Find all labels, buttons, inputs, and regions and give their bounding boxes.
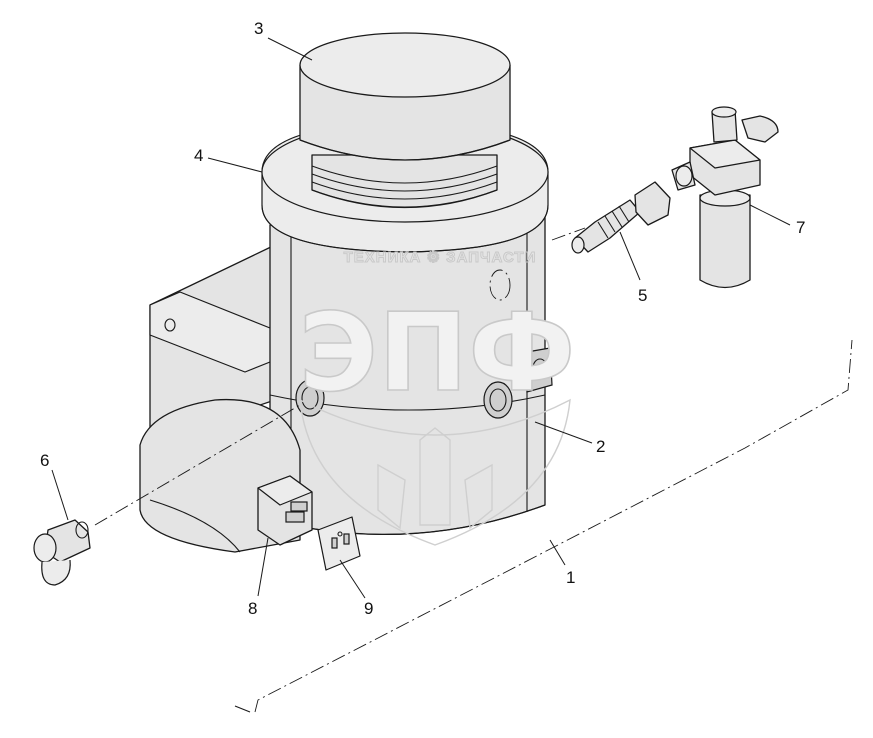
- callout-8: 8: [248, 599, 257, 618]
- assembly-axes: [94, 227, 853, 713]
- watermark-text: ТЕХНИКА ⚙ ЗАПЧАСТИ: [344, 249, 537, 266]
- wheat-emblem-icon: [299, 398, 571, 546]
- main-body: [269, 214, 553, 536]
- cap: [299, 32, 511, 209]
- gasket-plate: [317, 516, 361, 571]
- connector-block: [257, 475, 313, 546]
- watermark: ТЕХНИКА ⚙ ЗАПЧАСТИ ЭПФ: [298, 249, 576, 546]
- watermark-logo: ЭПФ: [299, 291, 576, 416]
- callout-5: 5: [638, 286, 647, 305]
- callout-4: 4: [194, 146, 203, 165]
- callout-6: 6: [40, 451, 49, 470]
- filter-assembly: [671, 106, 779, 289]
- fitting: [571, 181, 671, 254]
- leader-lines: [51, 37, 791, 599]
- callout-2: 2: [596, 437, 605, 456]
- callout-labels: 3 4 7 5 2 6 1 8 9: [40, 19, 805, 618]
- callout-7: 7: [796, 218, 805, 237]
- callout-3: 3: [254, 19, 263, 38]
- drain-plug: [33, 519, 91, 586]
- callout-9: 9: [364, 599, 373, 618]
- callout-1: 1: [566, 568, 575, 587]
